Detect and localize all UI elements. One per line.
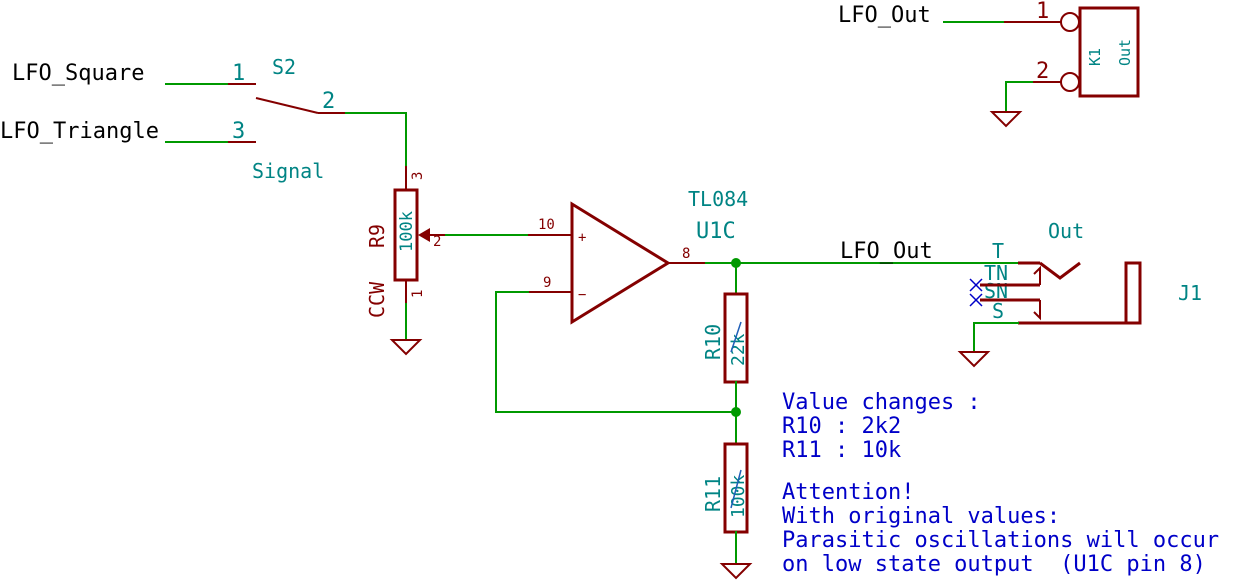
note-line: With original values: xyxy=(782,504,1060,529)
u1c-pin10-label: 10 xyxy=(538,217,555,233)
ground-symbol-r9 xyxy=(389,339,423,356)
net-label-lfo-square: LFO_Square xyxy=(12,61,144,86)
k1-body xyxy=(1078,6,1140,98)
resistor-r10: 22k R10 xyxy=(701,292,749,384)
u1c-plus-sign: + xyxy=(578,230,586,246)
r9-ref: R9 xyxy=(365,224,389,248)
wire-s2-to-r9 xyxy=(345,112,407,167)
j1-pin-s-label: S xyxy=(992,299,1004,323)
j1-sleeve-body xyxy=(1124,261,1142,325)
r9-pin2-label: 2 xyxy=(433,234,441,250)
net-label-lfo-out-top: LFO_Out xyxy=(838,3,931,28)
r10-value: 22k xyxy=(728,333,749,366)
resistor-r11: 100k R11 xyxy=(701,442,749,534)
s2-ref: S2 xyxy=(272,55,296,79)
j1-pin-tn-label: TN xyxy=(984,261,1008,285)
j1-value: Out xyxy=(1048,219,1084,243)
u1c-pin8-label: 8 xyxy=(682,246,690,262)
r9-wiper-arrow xyxy=(418,228,430,242)
k1-ref: K1 xyxy=(1086,48,1104,66)
j1-ref: J1 xyxy=(1178,281,1202,305)
note-line: Parasitic oscillations will occur xyxy=(782,528,1219,553)
note-attention: Attention! With original values: Parasit… xyxy=(782,480,1219,577)
note-line: R10 : 2k2 xyxy=(782,414,901,439)
u1c-minus-sign: − xyxy=(578,287,586,303)
note-line: R11 : 10k xyxy=(782,438,901,463)
note-line: on low state output (U1C pin 8) xyxy=(782,552,1206,577)
u1c-ref: U1C xyxy=(696,219,736,244)
u1c-pin9-label: 9 xyxy=(543,275,551,291)
net-label-lfo-out-mid: LFO_Out xyxy=(840,239,933,264)
r9-ccw-label: CCW xyxy=(365,281,389,318)
connector-k1: LFO_Out 1 2 K1 Out xyxy=(838,0,1140,98)
r10-ref: R10 xyxy=(701,324,725,360)
s2-pin3-label: 3 xyxy=(232,119,245,144)
note-line: Attention! xyxy=(782,480,914,505)
j1-tip-contact xyxy=(1039,261,1081,280)
net-label-lfo-triangle: LFO_Triangle xyxy=(0,119,159,144)
j1-pin-t-label: T xyxy=(992,239,1004,263)
j1-tn-arrow xyxy=(1033,265,1041,285)
note-line: Value changes : xyxy=(782,390,981,415)
switch-s2: LFO_Square LFO_Triangle 1 3 2 S2 Signal xyxy=(0,55,346,183)
r9-value: 100k xyxy=(397,211,417,252)
k1-pin1-socket xyxy=(1060,12,1080,32)
r9-pin3-label: 3 xyxy=(410,172,426,180)
k1-pin1-label: 1 xyxy=(1036,0,1049,24)
r11-value: 100k xyxy=(728,474,749,518)
k1-pin2-socket xyxy=(1060,72,1080,92)
note-value-changes: Value changes : R10 : 2k2 R11 : 10k xyxy=(782,390,981,463)
k1-pin2-label: 2 xyxy=(1036,59,1049,84)
wire-k1-ground xyxy=(1005,81,1033,113)
s2-pin2-label: 2 xyxy=(322,89,335,114)
j1-sn-arrow xyxy=(1033,300,1041,321)
wire-feedback xyxy=(495,291,737,413)
potentiometer-r9: 100k R9 CCW 3 1 2 xyxy=(365,166,446,318)
ground-symbol-j1 xyxy=(957,351,991,368)
no-connect-tn xyxy=(969,278,983,292)
r9-pin1-label: 1 xyxy=(410,290,426,298)
s2-lever xyxy=(255,97,319,114)
k1-value: Out xyxy=(1116,39,1134,66)
r10-strike xyxy=(730,321,742,353)
u1c-value: TL084 xyxy=(688,187,748,211)
s2-value: Signal xyxy=(252,159,324,183)
wire-j1-sleeve-ground xyxy=(973,322,1019,353)
opamp-u1c: + − 10 9 8 TL084 U1C xyxy=(528,187,748,325)
ground-symbol-r11 xyxy=(719,563,753,580)
r11-strike xyxy=(730,469,742,509)
ground-symbol-k1 xyxy=(989,111,1023,128)
jack-j1: Out J1 T TN SN S xyxy=(969,219,1202,325)
u1c-body xyxy=(570,201,671,325)
no-connect-sn xyxy=(969,293,983,307)
s2-pin1-label: 1 xyxy=(232,61,245,86)
r11-ref: R11 xyxy=(701,476,725,512)
